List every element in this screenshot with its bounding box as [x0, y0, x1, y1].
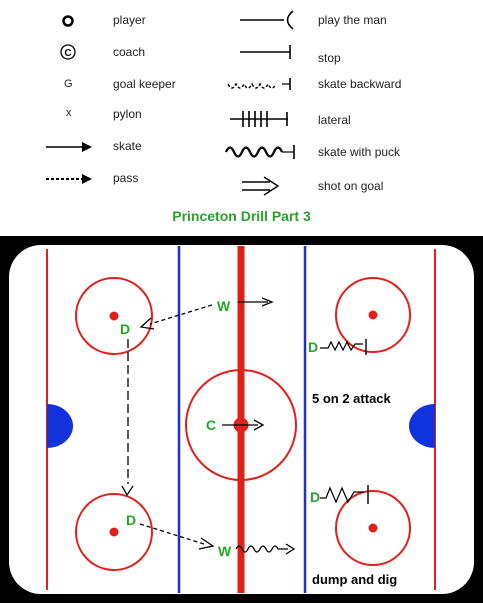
legend-label-pass: pass — [113, 171, 139, 185]
legend-label-lateral: lateral — [318, 113, 351, 127]
skate-arrowhead-c — [253, 419, 265, 431]
legend-label-stop: stop — [318, 51, 341, 65]
faceoff-dot-bottom-right — [368, 523, 378, 533]
goal-keeper-symbol: G — [64, 78, 73, 90]
legend-label-skate: skate — [113, 139, 142, 153]
player-d-bottom-left: D — [126, 512, 136, 528]
player-d-top-left: D — [120, 321, 130, 337]
player-c-center: C — [206, 417, 216, 433]
faceoff-circle-bottom-right — [335, 490, 411, 566]
skate-arrow-symbol — [46, 142, 92, 152]
play-the-man-symbol — [240, 10, 294, 30]
faceoff-circle-top-left — [75, 277, 153, 355]
annotation-dump: dump and dig — [312, 572, 397, 587]
skate-path-d-bottom-right — [320, 486, 364, 504]
legend-label-coach: coach — [113, 45, 146, 59]
faceoff-circle-bottom-left — [75, 493, 153, 571]
skate-backward-symbol — [227, 78, 291, 90]
skate-arrowhead-w-top — [261, 297, 274, 307]
coach-symbol: C — [60, 44, 76, 60]
legend-label-play-the-man: play the man — [318, 13, 387, 27]
legend-label-player: player — [113, 13, 146, 27]
legend-label-goal-keeper: goal keeper — [113, 77, 176, 91]
skate-with-puck-arrowhead-w-bottom — [285, 543, 296, 555]
legend-label-skate-backward: skate backward — [318, 77, 402, 91]
skate-with-puck-path-w-bottom — [235, 545, 288, 553]
pass-arrow-symbol — [46, 174, 92, 184]
legend-label-pylon: pylon — [113, 107, 142, 121]
pass-arrowhead-d-to-d — [121, 485, 134, 497]
legend-label-shot-on-goal: shot on goal — [318, 179, 384, 193]
lateral-symbol — [230, 111, 288, 127]
skate-with-puck-symbol — [224, 145, 295, 159]
player-w-bottom: W — [218, 543, 232, 559]
skate-path-d-top-right — [320, 340, 363, 352]
goal-crease-left — [47, 404, 73, 448]
hockey-rink: D W D C D W D 5 on 2 attack dump and dig — [0, 236, 483, 603]
player-d-top-right: D — [308, 339, 318, 355]
diagram-title: Princeton Drill Part 3 — [172, 208, 311, 224]
stop-symbol — [240, 45, 291, 59]
pass-arrowhead-d-to-w-bottom — [198, 537, 215, 550]
svg-text:C: C — [64, 48, 71, 59]
goal-crease-right — [409, 404, 435, 448]
player-d-bottom-right: D — [310, 489, 320, 505]
player-symbol — [62, 15, 74, 27]
faceoff-dot-bottom-left — [109, 527, 119, 537]
faceoff-dot-top-left — [109, 311, 119, 321]
pass-path-w-to-d-top — [149, 304, 213, 325]
faceoff-dot-top-right — [368, 310, 378, 320]
player-w-top: W — [217, 298, 231, 314]
faceoff-circle-top-right — [335, 277, 411, 353]
pass-arrowhead-w-to-d-top — [139, 317, 155, 330]
annotation-attack: 5 on 2 attack — [312, 391, 392, 406]
legend-label-skate-with-puck: skate with puck — [318, 145, 401, 159]
shot-on-goal-symbol — [242, 176, 280, 196]
pylon-symbol: x — [66, 107, 72, 119]
